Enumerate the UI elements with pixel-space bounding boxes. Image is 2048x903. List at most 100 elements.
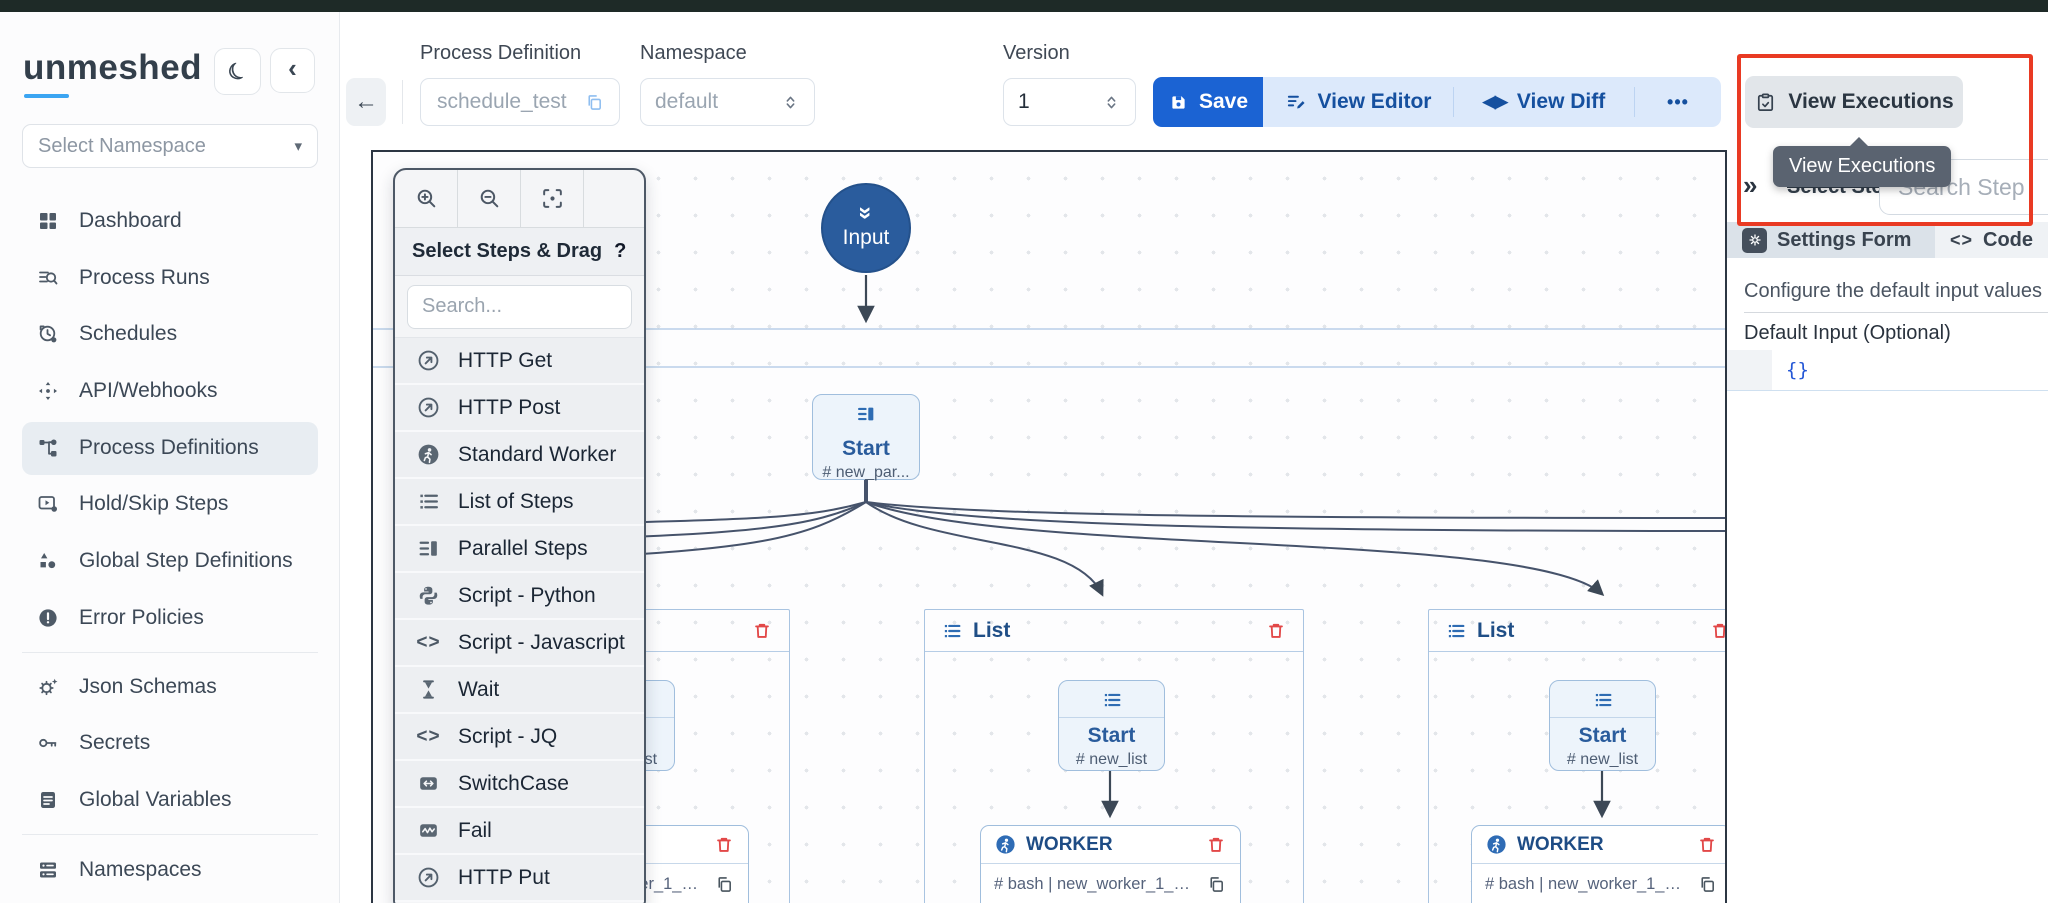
toolbar-divider xyxy=(402,80,403,124)
sidebar-item-label: Process Definitions xyxy=(79,436,259,459)
palette-item-script-python[interactable]: Script - Python xyxy=(395,573,644,620)
panel-collapse-icon[interactable]: » xyxy=(1743,170,1758,200)
worker-header: WORKER xyxy=(1472,826,1725,864)
workflow-canvas[interactable]: » Input Start # new_par... List Start # … xyxy=(371,150,1727,903)
hourglass-icon xyxy=(416,677,441,702)
sidebar-item-process-definitions[interactable]: Process Definitions xyxy=(0,420,339,476)
list-start-node[interactable]: Start # new_list xyxy=(1549,680,1656,771)
code-icon: <> xyxy=(416,631,441,653)
json-editor[interactable]: {} xyxy=(1727,350,2048,391)
dark-mode-button[interactable]: ☾ xyxy=(214,48,261,95)
fit-view-button[interactable] xyxy=(521,170,584,227)
sidebar-item-label: Secrets xyxy=(79,731,151,754)
updown-chevrons-icon[interactable] xyxy=(781,93,800,112)
sidebar-item-process-runs[interactable]: Process Runs xyxy=(0,250,339,306)
updown-chevrons-icon[interactable] xyxy=(1102,93,1121,112)
trash-icon[interactable] xyxy=(713,834,735,856)
palette-item-script-jq[interactable]: <> Script - JQ xyxy=(395,714,644,761)
palette-item-wait[interactable]: Wait xyxy=(395,667,644,714)
copy-icon[interactable] xyxy=(1206,874,1227,895)
version-field[interactable]: 1 xyxy=(1003,78,1136,126)
http-icon xyxy=(416,865,441,890)
gear-icon xyxy=(1742,227,1767,253)
palette-item-standard-worker[interactable]: Standard Worker xyxy=(395,432,644,479)
worker-caption: # bash | new_worker_1_copy_... xyxy=(994,875,1198,893)
view-diff-button[interactable]: ◀▶ View Diff xyxy=(1454,77,1634,127)
container-header: List xyxy=(925,610,1303,652)
trash-icon[interactable] xyxy=(1709,620,1725,642)
palette-item-http-post[interactable]: HTTP Post xyxy=(395,385,644,432)
sidebar-item-dashboard[interactable]: Dashboard xyxy=(0,193,339,249)
list-icon xyxy=(1445,620,1467,642)
sidebar-item-hold-skip-steps[interactable]: Hold/Skip Steps xyxy=(0,476,339,532)
parallel-start-node[interactable]: Start # new_par... xyxy=(812,394,920,481)
zoom-in-button[interactable] xyxy=(395,170,458,227)
sidebar-collapse-button[interactable]: ‹ xyxy=(270,48,315,93)
tooltip-text: View Executions xyxy=(1789,155,1936,177)
tab-label: Settings Form xyxy=(1777,228,1912,251)
back-button[interactable]: ← xyxy=(346,78,386,126)
back-arrow-icon: ← xyxy=(354,88,378,115)
palette-item-label: HTTP Post xyxy=(458,395,561,419)
palette-item-script-javascript[interactable]: <> Script - Javascript xyxy=(395,620,644,667)
list-container[interactable]: List Start # new_list WORKER # bash | ne… xyxy=(1428,609,1725,903)
json-schemas-gear-icon xyxy=(36,675,60,699)
process-definition-field[interactable] xyxy=(420,78,620,126)
worker-body: # bash | new_worker_1_copy_... xyxy=(1472,864,1725,903)
tooltip: View Executions xyxy=(1773,137,1952,187)
code-icon: <> xyxy=(1949,229,1973,250)
palette-header-label: Select Steps & Drag xyxy=(412,240,603,262)
view-editor-button[interactable]: View Editor xyxy=(1263,77,1453,127)
view-executions-button[interactable]: View Executions xyxy=(1745,76,1963,128)
sidebar-item-secrets[interactable]: Secrets xyxy=(0,715,339,771)
editor-value[interactable]: {} xyxy=(1786,359,1809,381)
trash-icon[interactable] xyxy=(1205,834,1227,856)
input-node[interactable]: » Input xyxy=(821,183,911,273)
step-search-field[interactable] xyxy=(1879,159,2048,215)
sidebar-item-api-webhooks[interactable]: API/Webhooks xyxy=(0,363,339,419)
namespace-select-placeholder: Select Namespace xyxy=(38,134,206,157)
sidebar-item-global-step-definitions[interactable]: Global Step Definitions xyxy=(0,533,339,589)
copy-icon[interactable] xyxy=(1697,874,1718,895)
node-divider xyxy=(1059,717,1164,718)
trash-icon[interactable] xyxy=(1696,834,1718,856)
help-icon[interactable]: ? xyxy=(614,240,627,262)
palette-toolbar xyxy=(395,170,644,228)
group-divider xyxy=(1634,87,1635,117)
namespace-select[interactable]: Select Namespace ▾ xyxy=(22,124,318,168)
palette-item-http-put[interactable]: HTTP Put xyxy=(395,855,644,902)
sidebar-item-global-variables[interactable]: Global Variables xyxy=(0,772,339,828)
version-value: 1 xyxy=(1018,90,1030,113)
sidebar-item-json-schemas[interactable]: Json Schemas xyxy=(0,659,339,715)
sidebar-item-label: Dashboard xyxy=(79,209,182,232)
list-start-node[interactable]: Start # new_list xyxy=(1058,680,1165,771)
zoom-out-button[interactable] xyxy=(458,170,521,227)
sidebar-item-namespaces[interactable]: Namespaces xyxy=(0,842,339,898)
container-title: List xyxy=(1477,618,1515,642)
more-options-button[interactable]: ••• xyxy=(1635,77,1721,127)
palette-item-list-of-steps[interactable]: List of Steps xyxy=(395,479,644,526)
copy-icon[interactable] xyxy=(714,874,735,895)
sidebar-item-error-policies[interactable]: Error Policies xyxy=(0,590,339,646)
copy-icon[interactable] xyxy=(584,92,605,113)
palette-item-switchcase[interactable]: SwitchCase xyxy=(395,761,644,808)
palette-search-input[interactable] xyxy=(407,284,632,329)
process-definition-input[interactable] xyxy=(435,89,584,115)
tab-code[interactable]: <> Code xyxy=(1934,222,2048,258)
trash-icon[interactable] xyxy=(751,620,773,642)
sidebar-divider xyxy=(22,652,318,653)
worker-node[interactable]: WORKER # bash | new_worker_1_copy_... xyxy=(1471,825,1725,903)
worker-circle-icon xyxy=(994,833,1017,856)
sidebar-item-schedules[interactable]: Schedules xyxy=(0,306,339,362)
palette-item-fail[interactable]: Fail xyxy=(395,808,644,855)
namespace-field[interactable]: default xyxy=(640,78,815,126)
palette-item-parallel-steps[interactable]: Parallel Steps xyxy=(395,526,644,573)
trash-icon[interactable] xyxy=(1265,620,1287,642)
list-container[interactable]: List Start # new_list WORKER # bash | ne… xyxy=(924,609,1304,903)
default-input-label: Default Input (Optional) xyxy=(1744,322,1951,344)
save-button[interactable]: Save xyxy=(1153,77,1263,127)
worker-circle-icon xyxy=(1485,833,1508,856)
worker-node[interactable]: WORKER # bash | new_worker_1_copy_... xyxy=(980,825,1241,903)
tab-settings-form[interactable]: Settings Form xyxy=(1727,222,1935,258)
palette-item-http-get[interactable]: HTTP Get xyxy=(395,338,644,385)
